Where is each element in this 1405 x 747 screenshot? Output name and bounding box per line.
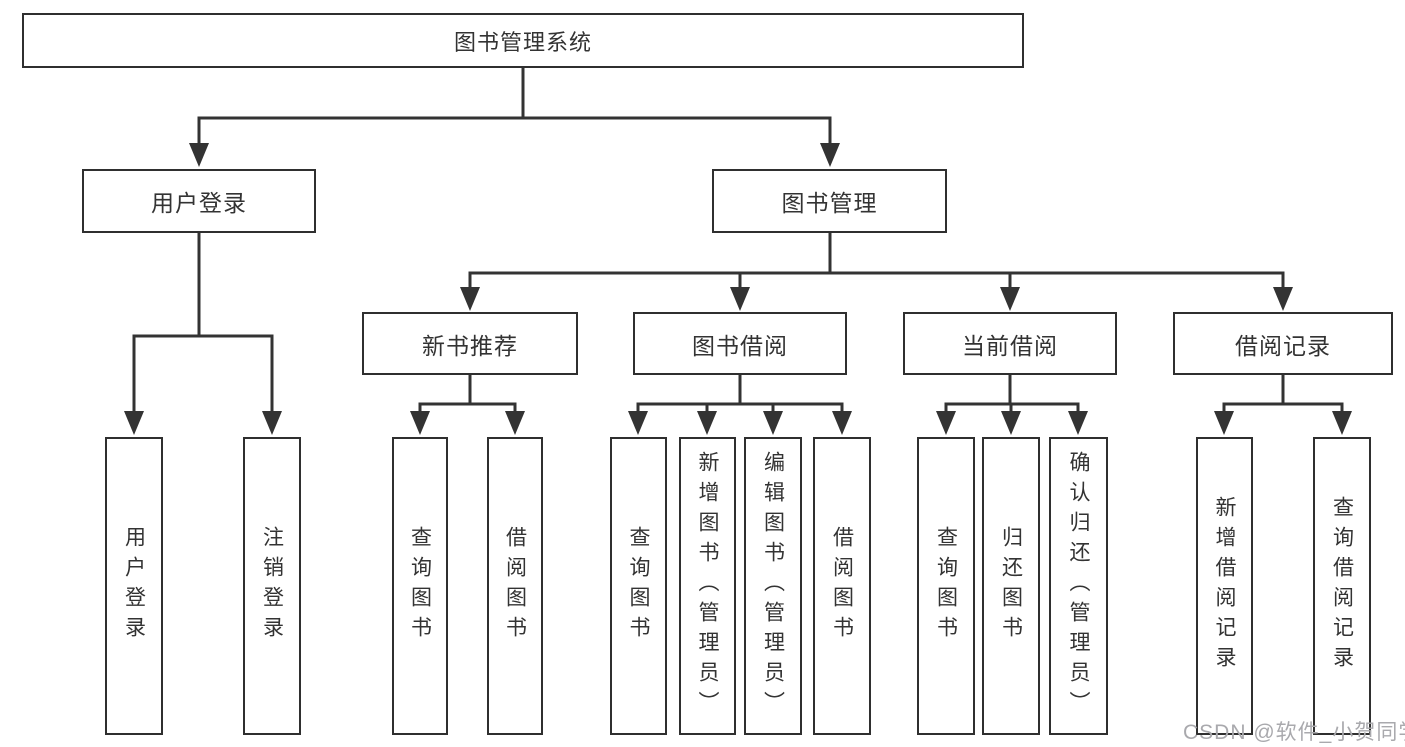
- arrow-leaf-logout: [262, 411, 282, 435]
- leaf-cb-confirm-return-admin-label: 确认归还（管理员）: [1067, 451, 1090, 721]
- arrow-br-add: [1214, 411, 1234, 435]
- leaf-cb-confirm-return-admin: 确认归还（管理员）: [1049, 437, 1108, 735]
- leaf-nb-query-books: 查询图书: [392, 437, 448, 735]
- node-book-management-label: 图书管理: [781, 190, 878, 216]
- node-new-book-recommend-label: 新书推荐: [422, 332, 518, 359]
- arrow-cb-query: [936, 411, 956, 435]
- connector-book-borrow-children: [628, 373, 852, 435]
- leaf-bb-borrow-books-label: 借阅图书: [830, 526, 854, 646]
- arrow-bb-borrow: [832, 411, 852, 435]
- connector-new-book-children: [410, 373, 525, 435]
- arrow-leaf-user-login: [124, 411, 144, 435]
- leaf-user-login-label: 用户登录: [122, 526, 146, 646]
- node-user-login: 用户登录: [82, 169, 316, 233]
- arrow-cb-return: [1001, 411, 1021, 435]
- leaf-nb-borrow-books-label: 借阅图书: [503, 526, 527, 646]
- node-library-system-label: 图书管理系统: [453, 29, 592, 55]
- node-current-borrow: 当前借阅: [903, 312, 1117, 375]
- node-borrow-records-label: 借阅记录: [1235, 332, 1331, 359]
- leaf-bb-borrow-books: 借阅图书: [813, 437, 871, 735]
- node-book-borrow: 图书借阅: [633, 312, 847, 375]
- leaf-br-add-record: 新增借阅记录: [1196, 437, 1253, 735]
- leaf-bb-query-books-label: 查询图书: [627, 526, 650, 646]
- leaf-bb-edit-books-admin-label: 编辑图书（管理员）: [761, 451, 785, 721]
- arrow-new-book-recommend: [460, 287, 480, 311]
- arrow-bb-add: [697, 411, 717, 435]
- leaf-bb-edit-books-admin: 编辑图书（管理员）: [744, 437, 802, 735]
- leaf-cb-return-books: 归还图书: [982, 437, 1040, 735]
- arrow-br-query: [1332, 411, 1352, 435]
- arrow-cb-confirm: [1068, 411, 1088, 435]
- arrow-nb-query: [410, 411, 430, 435]
- connector-borrow-records-children: [1214, 373, 1352, 435]
- connector-current-borrow-children: [936, 373, 1088, 435]
- connector-user-login-children: [124, 231, 282, 435]
- leaf-bb-add-books-admin-label: 新增图书（管理员）: [696, 451, 719, 721]
- leaf-nb-borrow-books: 借阅图书: [487, 437, 543, 735]
- node-new-book-recommend: 新书推荐: [362, 312, 578, 375]
- arrow-book-management: [820, 143, 840, 167]
- leaf-br-query-record-label: 查询借阅记录: [1330, 496, 1354, 676]
- arrow-bb-query: [628, 411, 648, 435]
- leaf-bb-query-books: 查询图书: [610, 437, 667, 735]
- node-library-system: 图书管理系统: [22, 13, 1024, 68]
- arrow-current-borrow: [1000, 287, 1020, 311]
- leaf-br-query-record: 查询借阅记录: [1313, 437, 1371, 735]
- leaf-user-login: 用户登录: [105, 437, 163, 735]
- arrow-bb-edit: [763, 411, 783, 435]
- watermark: CSDN @软件_小贺同学: [1183, 721, 1405, 744]
- leaf-logout-label: 注销登录: [260, 526, 284, 646]
- arrow-user-login: [189, 143, 209, 167]
- connector-root-to-level2: [189, 66, 840, 167]
- node-current-borrow-label: 当前借阅: [962, 332, 1058, 359]
- node-borrow-records: 借阅记录: [1173, 312, 1393, 375]
- leaf-nb-query-books-label: 查询图书: [408, 526, 432, 646]
- leaf-bb-add-books-admin: 新增图书（管理员）: [679, 437, 736, 735]
- leaf-cb-query-books-label: 查询图书: [934, 526, 958, 646]
- arrow-borrow-records: [1273, 287, 1293, 311]
- node-book-borrow-label: 图书借阅: [692, 332, 788, 359]
- arrow-nb-borrow: [505, 411, 525, 435]
- leaf-br-add-record-label: 新增借阅记录: [1213, 496, 1236, 676]
- leaf-logout: 注销登录: [243, 437, 301, 735]
- leaf-cb-query-books: 查询图书: [917, 437, 975, 735]
- arrow-book-borrow: [730, 287, 750, 311]
- node-user-login-label: 用户登录: [151, 190, 247, 216]
- node-book-management: 图书管理: [712, 169, 947, 233]
- connector-book-management-children: [460, 231, 1293, 311]
- leaf-cb-return-books-label: 归还图书: [999, 526, 1023, 646]
